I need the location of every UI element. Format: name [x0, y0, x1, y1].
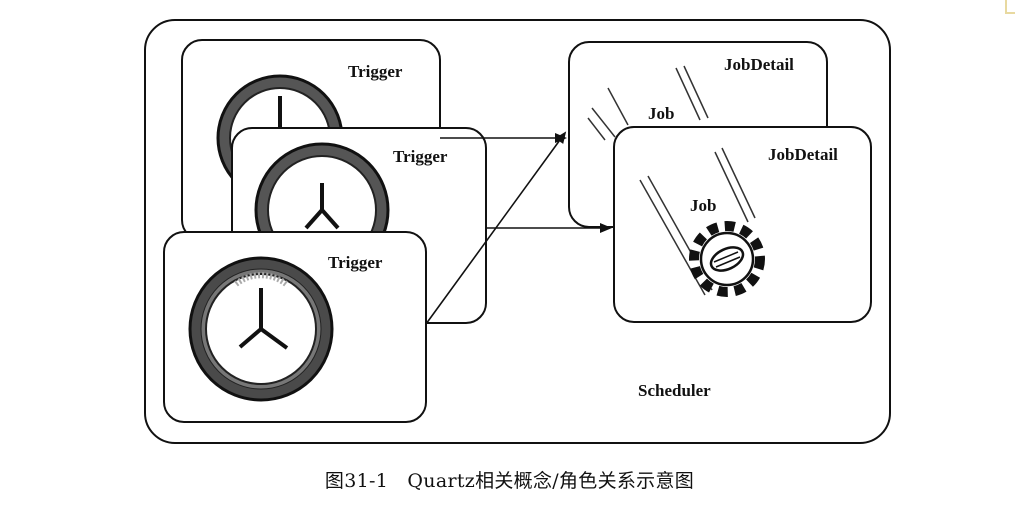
- trigger-label-3: Trigger: [328, 253, 383, 272]
- job-label-1: Job: [648, 104, 674, 123]
- gear-icon: [689, 221, 765, 297]
- trigger-label-2: Trigger: [393, 147, 448, 166]
- trigger-label-1: Trigger: [348, 62, 403, 81]
- figure-caption: 图31-1 Quartz相关概念/角色关系示意图: [324, 470, 695, 492]
- scan-edge-mark: [1005, 0, 1015, 14]
- job-label-2: Job: [690, 196, 716, 215]
- jobdetail-label-2: JobDetail: [768, 145, 838, 164]
- clock-icon: [188, 256, 334, 402]
- trigger-card-3: Trigger: [163, 231, 427, 423]
- quartz-diagram: Trigger Trigger Trigger: [144, 19, 891, 444]
- jobdetail-label-1: JobDetail: [724, 55, 794, 74]
- jobdetail-card-2: JobDetail Job: [613, 126, 872, 323]
- arrow-trigger3-to-jobdetail1: [425, 131, 567, 325]
- scheduler-label: Scheduler: [638, 381, 711, 400]
